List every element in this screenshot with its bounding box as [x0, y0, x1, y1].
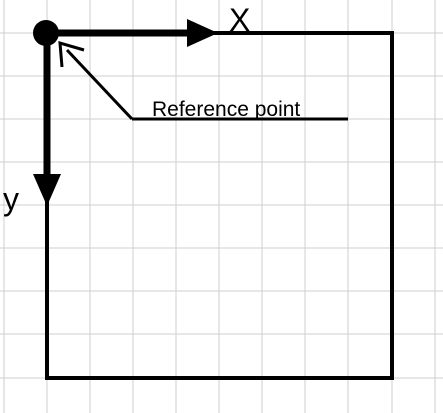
- reference-point-label: Reference point: [152, 98, 300, 121]
- square-outline: [45, 31, 394, 380]
- y-axis-arrowhead: [33, 174, 61, 206]
- x-axis-arrowhead: [187, 19, 218, 47]
- reference-point-dot: [33, 20, 59, 46]
- x-axis-label: X: [229, 2, 250, 38]
- reference-pointer-arrowhead: [58, 40, 85, 68]
- y-axis-label: y: [3, 181, 19, 217]
- reference-pointer-line: [65, 48, 134, 121]
